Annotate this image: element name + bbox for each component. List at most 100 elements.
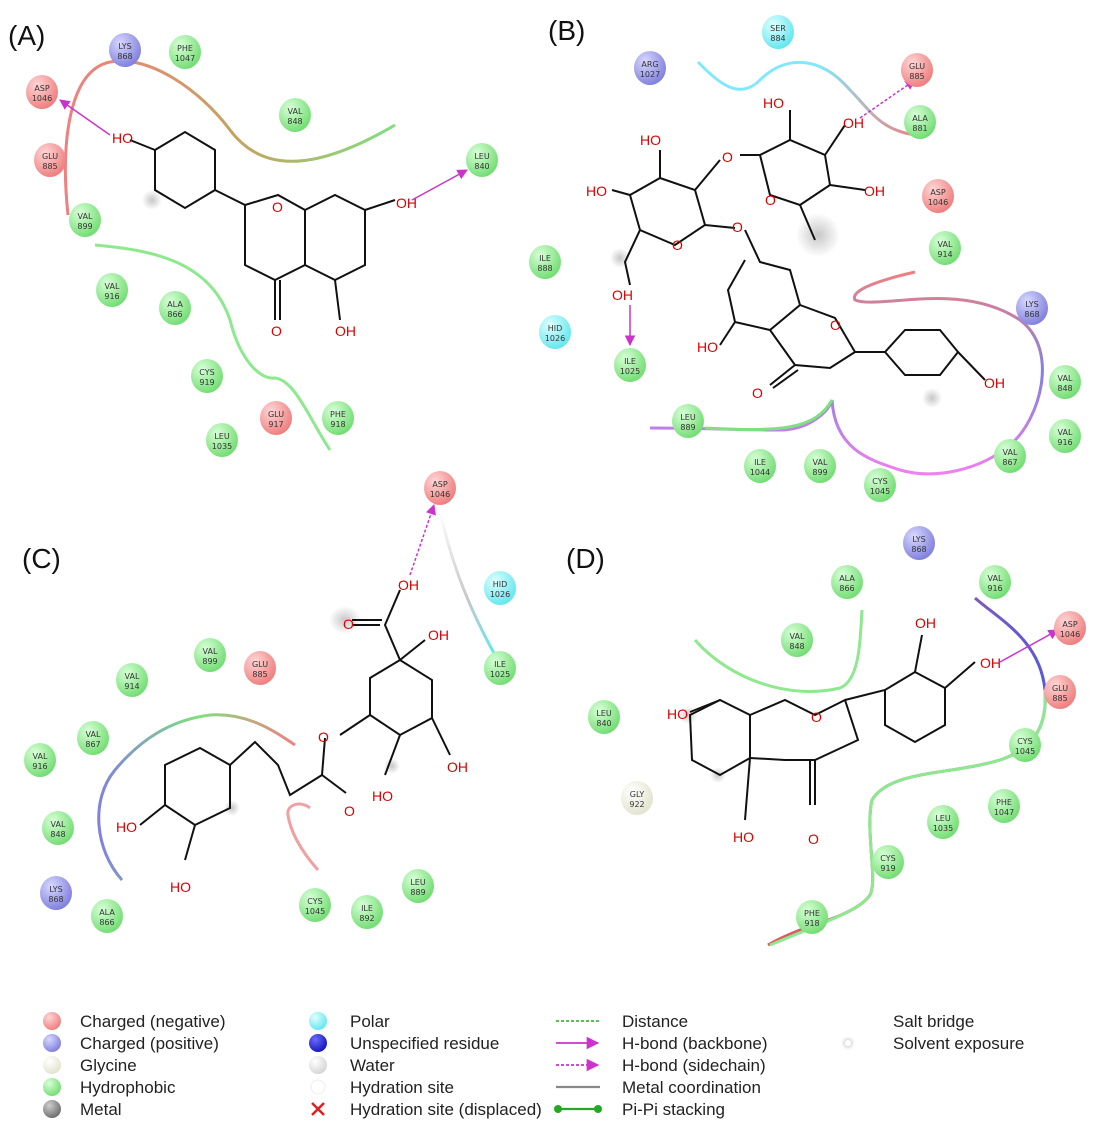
atom-label: O <box>830 317 841 333</box>
unspecified-icon <box>309 1034 327 1052</box>
residue-number: 848 <box>287 117 302 126</box>
residue-name: LEU <box>214 432 230 441</box>
legend-label: Distance <box>622 1012 688 1031</box>
legend-label: Salt bridge <box>893 1012 974 1031</box>
residue-name: HID <box>548 324 563 333</box>
pocket-line <box>649 270 1044 476</box>
residue-number: 917 <box>268 420 283 429</box>
residue-circle <box>109 33 141 67</box>
legend-label: Metal coordination <box>622 1078 761 1097</box>
residue-name: VAL <box>203 647 218 656</box>
residue-number: 918 <box>330 420 345 429</box>
residue-circle <box>979 565 1011 599</box>
ligand-molecule: OH O OH O OH HO O HO HO <box>116 577 468 895</box>
residue-circle <box>69 203 101 237</box>
residue-name: GLU <box>252 660 268 669</box>
solvent-exposure-marker <box>224 800 240 816</box>
residue-number: 848 <box>789 642 804 651</box>
residue-number: 1046 <box>32 94 52 103</box>
residue-number: 1046 <box>928 198 948 207</box>
residue-name: PHE <box>330 410 346 419</box>
residue-name: LYS <box>1025 300 1038 309</box>
ligand-molecule: OH OH HO O HO O <box>667 615 1001 847</box>
residue-circle <box>1049 419 1081 453</box>
residue-number: 1045 <box>870 487 890 496</box>
residue-number: 885 <box>252 670 267 679</box>
atom-label: OH <box>335 323 356 339</box>
residue-number: 1047 <box>175 54 195 63</box>
residue-circle <box>351 895 383 929</box>
residue-name: LYS <box>118 42 131 51</box>
atom-label: O <box>811 709 822 725</box>
residue-circle <box>927 805 959 839</box>
legend-item-hbond-sidechain: H-bond (sidechain) <box>556 1056 766 1075</box>
residue-circle <box>169 35 201 69</box>
residue-number: 867 <box>85 740 100 749</box>
solvent-exposure-marker <box>384 758 400 774</box>
legend-label: Unspecified residue <box>350 1034 499 1053</box>
residue-circle <box>922 179 954 213</box>
residue-name: VAL <box>1058 374 1073 383</box>
residue-number: 919 <box>199 378 214 387</box>
ligand-molecule: HO O OH O OH <box>112 130 417 339</box>
atom-label: HO <box>586 183 607 199</box>
residue-name: GLU <box>1052 684 1068 693</box>
residue-number: 1035 <box>212 442 232 451</box>
hydration-icon <box>310 1079 326 1095</box>
residue-number: 848 <box>50 830 65 839</box>
atom-label: HO <box>0 0 21 3</box>
residue-name: VAL <box>105 282 120 291</box>
residue-name: ILE <box>754 458 766 467</box>
legend-item-polar: Polar <box>309 1012 390 1031</box>
residue-name: GLY <box>630 790 645 799</box>
residue-circle <box>42 811 74 845</box>
residue-number: 1046 <box>1060 630 1080 639</box>
residue-number: 1025 <box>490 670 510 679</box>
legend-item-hbond-backbone: H-bond (backbone) <box>556 1034 768 1053</box>
residue-number: 916 <box>1057 438 1072 447</box>
atom-label: O <box>272 199 283 215</box>
residue-name: LEU <box>596 709 612 718</box>
residue-circle <box>864 468 896 502</box>
residue-circle <box>206 423 238 457</box>
legend-label: Hydration site (displaced) <box>350 1100 542 1119</box>
residue-name: ALA <box>99 908 115 917</box>
panel-c-label: (C) <box>22 543 61 574</box>
atom-label: HO <box>116 819 137 835</box>
pocket-line <box>94 243 332 451</box>
residue-circle <box>929 231 961 265</box>
atom-label: HO <box>640 132 661 148</box>
legend-label: Charged (negative) <box>80 1012 226 1031</box>
residue-circle <box>539 315 571 349</box>
residue-circle <box>40 876 72 910</box>
residue-circle <box>322 401 354 435</box>
atom-label: HO <box>733 829 754 845</box>
atom-label: OH <box>984 375 1005 391</box>
legend-item-hydrophobic: Hydrophobic <box>43 1078 176 1097</box>
legend-label: Water <box>350 1056 395 1075</box>
residue-number: 899 <box>202 657 217 666</box>
legend: Charged (negative)Charged (positive)Glyc… <box>43 1012 1024 1119</box>
hbond-arrow <box>411 169 468 201</box>
residue-circle <box>34 143 66 177</box>
residue-circle <box>1049 365 1081 399</box>
residue-circle <box>1016 291 1048 325</box>
residue-circle <box>1044 675 1076 709</box>
atom-label: OH <box>398 577 419 593</box>
atom-label: O <box>343 616 354 632</box>
atom-label: O <box>722 149 733 165</box>
